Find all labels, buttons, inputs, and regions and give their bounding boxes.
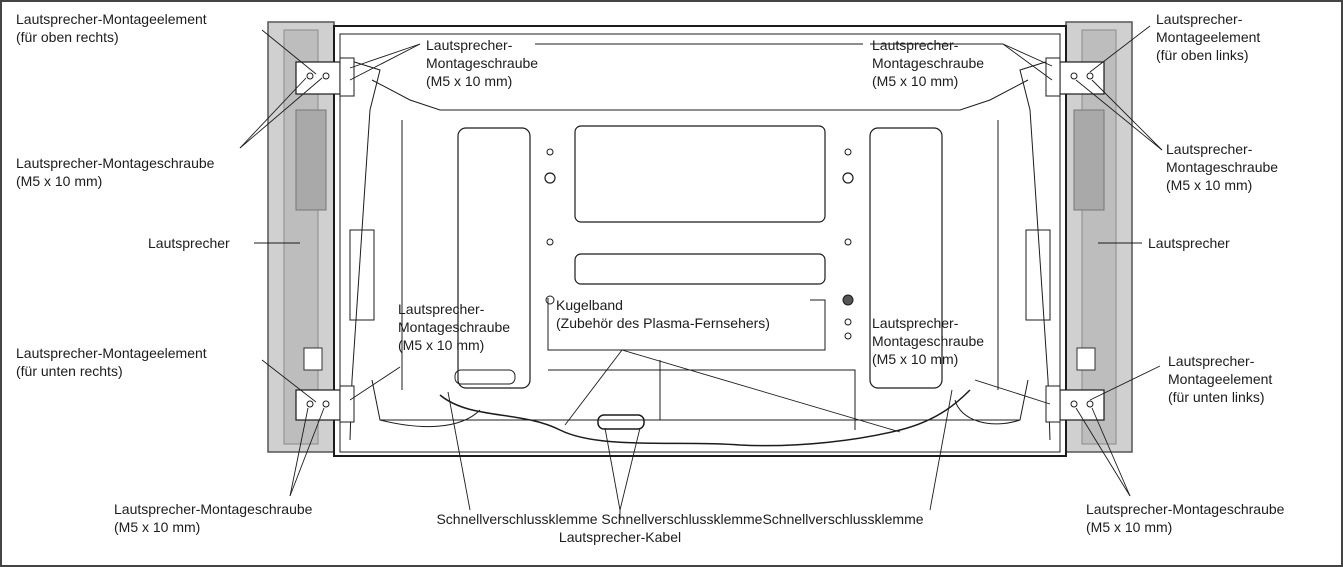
leader-lines: [239, 25, 1163, 520]
label-screw-bottom-right: Lautsprecher-Montageschraube (M5 x 10 mm…: [1086, 501, 1285, 535]
label-mount-bottom-right: Lautsprecher-Montageelement (für unten r…: [16, 345, 207, 379]
label-speaker-left: Lautsprecher: [148, 235, 230, 251]
label-mount-top-left: Lautsprecher- Montageelement (für oben l…: [1156, 11, 1261, 63]
tv-panel: [333, 25, 1067, 457]
label-screw-top-left-inner: Lautsprecher- Montageschraube (M5 x 10 m…: [426, 37, 539, 89]
label-mount-bottom-left: Lautsprecher- Montageelement (für unten …: [1168, 353, 1273, 405]
bracket-bottom-right: [1045, 385, 1105, 423]
label-mount-top-right: Lautsprecher-Montageelement (für oben re…: [16, 11, 207, 45]
bracket-top-right: [1045, 57, 1105, 97]
label-screw-mid-right: Lautsprecher- Montageschraube (M5 x 10 m…: [872, 315, 985, 367]
label-screw-left-upper: Lautsprecher-Montageschraube (M5 x 10 mm…: [16, 155, 215, 189]
label-speaker-right: Lautsprecher: [1148, 235, 1230, 251]
bracket-top-left: [295, 57, 355, 97]
label-speaker-cable: Lautsprecher-Kabel: [558, 529, 682, 545]
label-screw-mid-left: Lautsprecher- Montageschraube (M5 x 10 m…: [398, 301, 511, 353]
bracket-bottom-left: [295, 385, 355, 423]
label-screw-bottom-left: Lautsprecher-Montageschraube (M5 x 10 mm…: [114, 501, 313, 535]
label-screw-top-right-inner: Lautsprecher- Montageschraube (M5 x 10 m…: [872, 37, 985, 89]
label-ball-band: Kugelband (Zubehör des Plasma-Fernsehers…: [556, 297, 770, 331]
label-quick-clamps: Schnellverschlussklemme Schnellverschlus…: [436, 511, 924, 527]
label-screw-right-upper: Lautsprecher- Montageschraube (M5 x 10 m…: [1166, 141, 1279, 193]
